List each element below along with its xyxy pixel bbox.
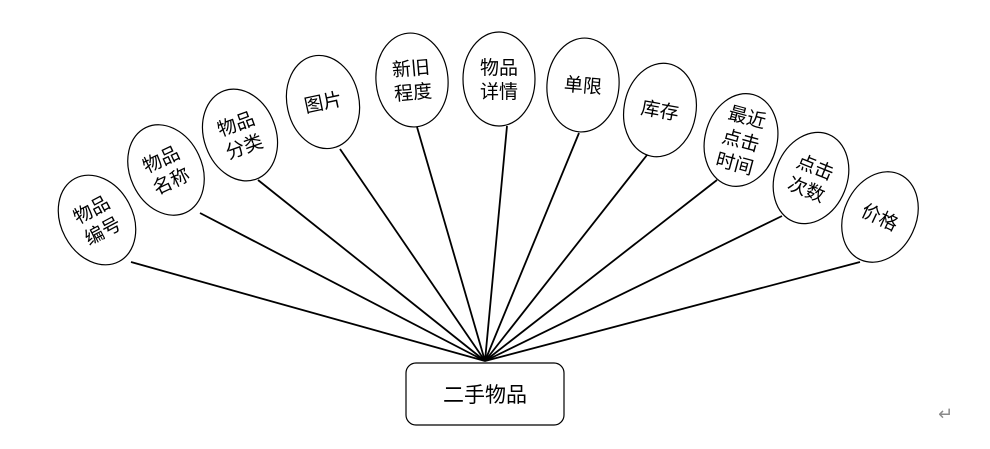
entity-box[interactable]: [405, 362, 565, 426]
attribute-ellipse[interactable]: [828, 159, 933, 275]
connector-点击次数: [484, 215, 783, 362]
attribute-ellipse[interactable]: [616, 57, 703, 162]
connector-物品详情: [484, 125, 508, 362]
connector-物品编号: [130, 261, 486, 362]
attribute-ellipse[interactable]: [543, 35, 623, 135]
attribute-ellipse[interactable]: [278, 49, 368, 156]
attribute-单限[interactable]: 单限: [543, 35, 623, 135]
attribute-ellipse[interactable]: [694, 85, 788, 194]
connector-最近点击时间: [484, 179, 718, 362]
connector-库存: [484, 154, 648, 362]
attribute-库存[interactable]: 库存: [616, 57, 703, 162]
attribute-图片[interactable]: 图片: [278, 49, 368, 156]
paragraph-mark: ↵: [938, 404, 954, 425]
connector-价格: [484, 261, 861, 362]
connector-新旧程度: [416, 126, 486, 362]
attribute-label: 详情: [480, 81, 518, 103]
attribute-ellipse[interactable]: [190, 79, 290, 192]
attribute-group: 物品编号物品名称物品分类图片新旧程度物品详情单限库存最近点击时间点击次数价格: [43, 30, 933, 279]
attribute-label: 物品: [480, 57, 518, 79]
attribute-label: 新旧: [391, 56, 431, 81]
attribute-ellipse[interactable]: [43, 162, 151, 279]
entity-label: 二手物品: [443, 383, 527, 407]
attribute-ellipse[interactable]: [760, 121, 862, 235]
connector-lines: [130, 125, 861, 362]
attribute-label: 单限: [563, 73, 603, 98]
attribute-ellipse[interactable]: [462, 31, 536, 127]
attribute-ellipse[interactable]: [372, 30, 452, 130]
connector-图片: [339, 148, 486, 362]
connector-单限: [484, 132, 580, 362]
attribute-价格[interactable]: 价格: [828, 159, 933, 275]
entity-二手物品[interactable]: 二手物品: [405, 362, 565, 426]
connector-物品名称: [199, 212, 486, 362]
attribute-ellipse[interactable]: [114, 112, 219, 228]
attribute-label: 程度: [393, 80, 433, 105]
connector-物品分类: [257, 179, 486, 362]
